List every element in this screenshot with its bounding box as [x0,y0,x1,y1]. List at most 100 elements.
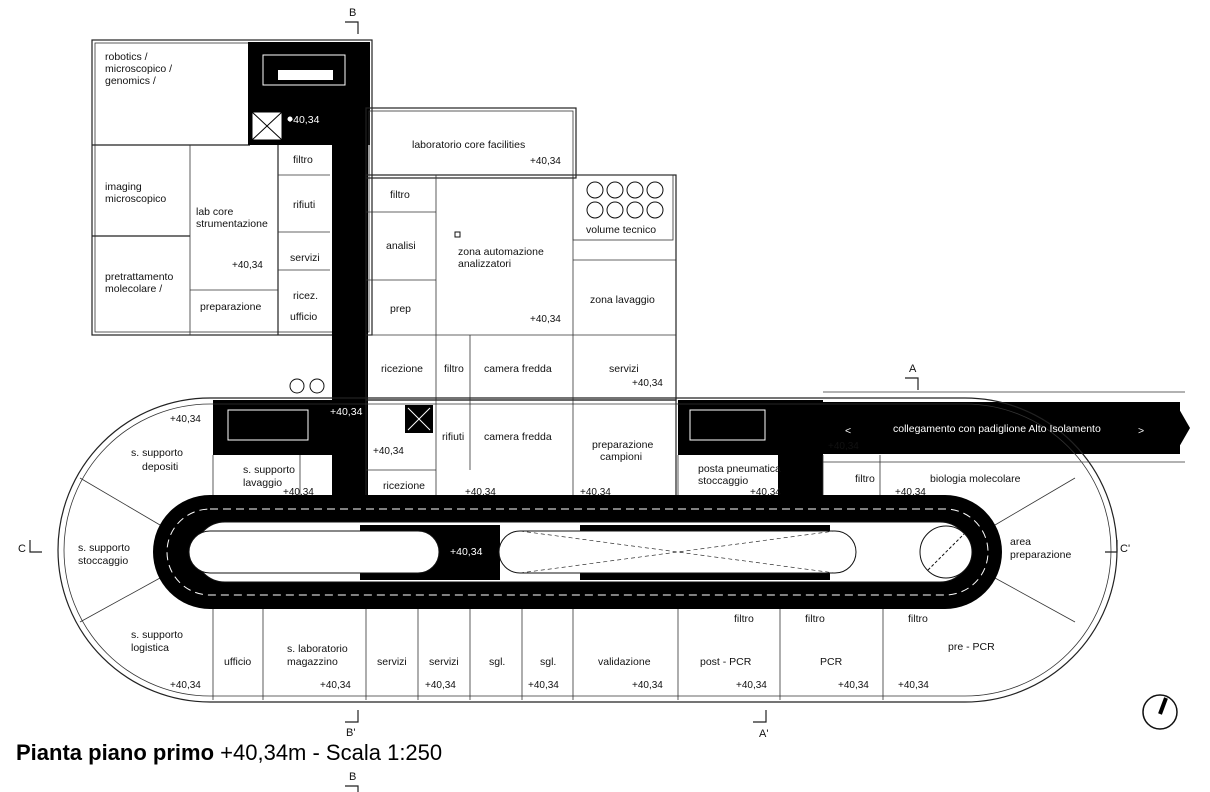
label-s-supporto-lavaggio-2: lavaggio [243,477,282,489]
section-b-prime-label: B' [346,727,355,739]
level-mark: +40,34 [895,487,926,498]
level-mark: +40,34 [838,680,869,691]
label-ufficio-1: ufficio [290,311,317,323]
label-servizi-4: servizi [429,656,459,668]
label-filtro-5: filtro [734,613,754,625]
label-posta-pneumatica: posta pneumatica [698,463,781,475]
central-ring [153,495,1002,609]
label-biologia-molecolare: biologia molecolare [930,473,1021,485]
level-mark: +40,34 [528,680,559,691]
level-mark: +40,34 [425,680,456,691]
label-prep-campioni: preparazione [592,439,653,451]
label-pretrattamento-2: molecolare / [105,283,162,295]
label-zona-automazione-2: analizzatori [458,258,511,270]
level-mark: +40,34 [898,680,929,691]
label-s-supporto-depositi: s. supporto [131,447,183,459]
label-s-supporto-logistica-2: logistica [131,642,169,654]
level-mark: +40,34 [450,546,483,558]
label-robotics-3: genomics / [105,75,156,87]
level-mark: +40,34 [170,414,201,425]
label-post-pcr: post - PCR [700,656,752,668]
level-mark: +40,34 [632,378,663,389]
section-c-label: C [18,543,26,555]
label-ricez: ricez. [293,290,318,302]
caption-title: Pianta piano primo [16,740,215,765]
level-mark: +40,34 [871,546,904,558]
label-filtro-3: filtro [444,363,464,375]
section-b-label: B [349,7,356,19]
label-camera-fredda-1: camera fredda [484,363,552,375]
vertical-corridor [332,135,368,500]
label-robotics-2: microscopico / [105,63,172,75]
level-mark: +40,34 [736,680,767,691]
label-sgl-2: sgl. [540,656,556,668]
level-mark: +40,34 [232,260,263,271]
label-area-preparazione: area [1010,536,1031,548]
label-pcr: PCR [820,656,843,668]
label-s-supporto-depositi-2: depositi [142,461,178,473]
label-preparazione-upper: preparazione [200,301,261,313]
level-mark: +40,34 [530,314,561,325]
label-volume-tecnico: volume tecnico [586,224,656,236]
label-s-supporto-lavaggio: s. supporto [243,464,295,476]
label-ricezione-1: ricezione [381,363,423,375]
label-pretrattamento: pretrattamento [105,271,173,283]
label-servizi-3: servizi [377,656,407,668]
label-sgl-1: sgl. [489,656,505,668]
label-robotics: robotics / [105,51,148,63]
level-mark: +40,34 [330,406,363,418]
section-markers: B B' A A' C C' B [18,7,1130,792]
label-labcore: lab core [196,206,234,218]
label-posta-stoccaggio: stoccaggio [698,475,748,487]
label-filtro-7: filtro [908,613,928,625]
label-magazzino: magazzino [287,656,338,668]
label-zona-lavaggio: zona lavaggio [590,294,655,306]
level-mark: +40,34 [283,487,314,498]
level-mark: +40,34 [287,114,320,126]
label-servizi-2: servizi [609,363,639,375]
section-c-prime-label: C' [1120,543,1130,555]
upper-middle-block [289,107,677,401]
label-s-supporto-stoccaggio-2: stoccaggio [78,555,128,567]
arrow-right-label: > [1138,425,1144,437]
label-s-supporto-stoccaggio: s. supporto [78,542,130,554]
level-mark: +40,34 [465,487,496,498]
label-imaging: imaging [105,181,142,193]
label-filtro-2: filtro [390,189,410,201]
label-validazione: validazione [598,656,651,668]
drawing-caption: Pianta piano primo +40,34m - Scala 1:250 [16,740,442,766]
label-pre-pcr: pre - PCR [948,641,995,653]
lower-middle-band [212,399,881,501]
label-filtro-4: filtro [855,473,875,485]
level-mark: +40,34 [320,680,351,691]
label-camera-fredda-2: camera fredda [484,431,552,443]
level-mark: +40,34 [632,680,663,691]
label-prep-campioni-2: campioni [600,451,642,463]
section-b-caption-label: B [349,771,356,783]
level-mark: +40,34 [580,487,611,498]
technical-units [586,181,664,219]
label-rifiuti-1: rifiuti [293,199,315,211]
upper-left-block [91,39,373,336]
stadium-shell [57,397,1118,703]
level-mark: +40,34 [373,446,404,457]
label-rifiuti-2: rifiuti [442,431,464,443]
north-arrow-icon [1142,694,1178,730]
room-labels: robotics / microscopico / genomics / ima… [78,51,1144,668]
arrow-left-label: < [845,425,851,437]
section-a-prime-label: A' [759,728,768,740]
label-ufficio-2: ufficio [224,656,251,668]
level-marks: +40,34 +40,34 +40,34 +40,34 +40,34 +40,3… [170,114,929,691]
label-servizi-1: servizi [290,252,320,264]
label-analisi: analisi [386,240,416,252]
label-zona-automazione: zona automazione [458,246,544,258]
label-filtro-1: filtro [293,154,313,166]
label-filtro-6: filtro [805,613,825,625]
caption-subtitle: +40,34m - Scala 1:250 [220,740,443,765]
level-mark: +40,34 [750,487,781,498]
label-s-supporto-logistica: s. supporto [131,629,183,641]
label-labcore-2: strumentazione [196,218,268,230]
level-mark: +40,34 [170,680,201,691]
label-collegamento: collegamento con padiglione Alto Isolame… [893,423,1101,435]
